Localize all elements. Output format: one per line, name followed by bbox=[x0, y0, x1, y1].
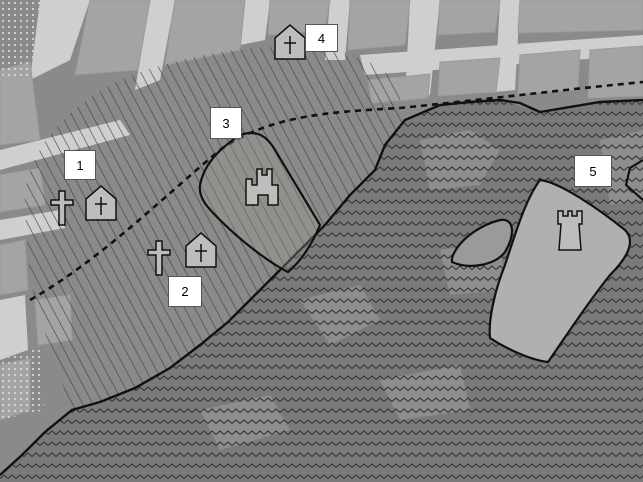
fortress-island bbox=[488, 178, 632, 364]
cross-icon bbox=[50, 190, 74, 226]
church-icon bbox=[85, 185, 117, 221]
cross-icon bbox=[147, 240, 171, 276]
right-edge-boundary bbox=[624, 159, 643, 201]
tower-icon bbox=[557, 210, 583, 251]
map-label-3: 3 bbox=[210, 107, 242, 139]
dashed-route bbox=[29, 80, 643, 302]
riverbank-line bbox=[0, 98, 643, 476]
map-label-1: 1 bbox=[64, 150, 96, 180]
church-icon bbox=[185, 232, 217, 268]
hatched-zone bbox=[24, 46, 405, 411]
map-label-4: 4 bbox=[305, 24, 338, 52]
castle-icon bbox=[245, 168, 279, 206]
small-island bbox=[450, 218, 513, 267]
church-icon bbox=[274, 24, 306, 60]
map-label-2: 2 bbox=[168, 276, 202, 307]
map-label-5: 5 bbox=[574, 155, 612, 187]
